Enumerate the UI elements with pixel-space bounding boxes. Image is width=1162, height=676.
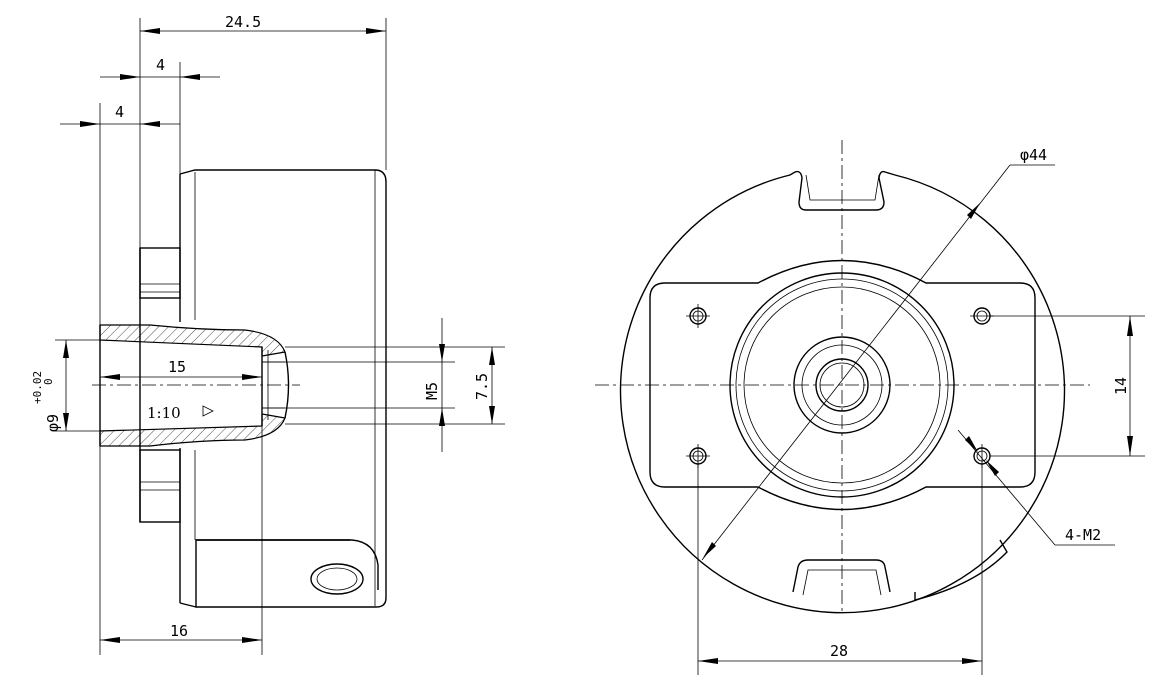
dim-hole-pitch-horizontal: 28 — [830, 642, 848, 660]
flange-plate — [139, 247, 181, 299]
dim-hole-pitch-vertical: 14 — [1112, 377, 1130, 395]
lug-slot — [310, 563, 364, 595]
dim-bore-length: 15 — [168, 358, 186, 376]
housing-outline — [179, 169, 387, 608]
dim-bore-tol-lower: 0 — [42, 378, 55, 385]
dim-bore-tol-upper: +0.02 — [31, 371, 44, 404]
dim-flange-thickness: 4 — [156, 56, 165, 74]
mounting-flange — [649, 259, 1036, 511]
outer-body — [619, 170, 1066, 614]
mounting-lug — [196, 539, 379, 590]
dim-hub-offset: 4 — [115, 103, 124, 121]
dim-thread: M5 — [423, 382, 441, 400]
dim-overall-length: 24.5 — [225, 13, 261, 31]
taper-symbol — [202, 405, 214, 417]
dim-outer-diameter: φ44 — [1020, 146, 1047, 164]
side-view: 24.5 4 4 15 1:10 16 φ9 +0. — [31, 13, 505, 655]
hub-section-bottom — [99, 413, 286, 447]
dim-bore-diameter: φ9 — [44, 414, 62, 432]
dim-housing-to-taper: 16 — [170, 622, 188, 640]
front-view: φ44 4-M2 14 28 — [595, 140, 1145, 675]
bottom-notch — [792, 559, 891, 593]
taper-ratio: 1:10 — [147, 404, 181, 422]
dim-mount-holes: 4-M2 — [1065, 526, 1101, 544]
dim-counterbore: 7.5 — [473, 373, 491, 400]
hub-section-top — [99, 324, 286, 357]
